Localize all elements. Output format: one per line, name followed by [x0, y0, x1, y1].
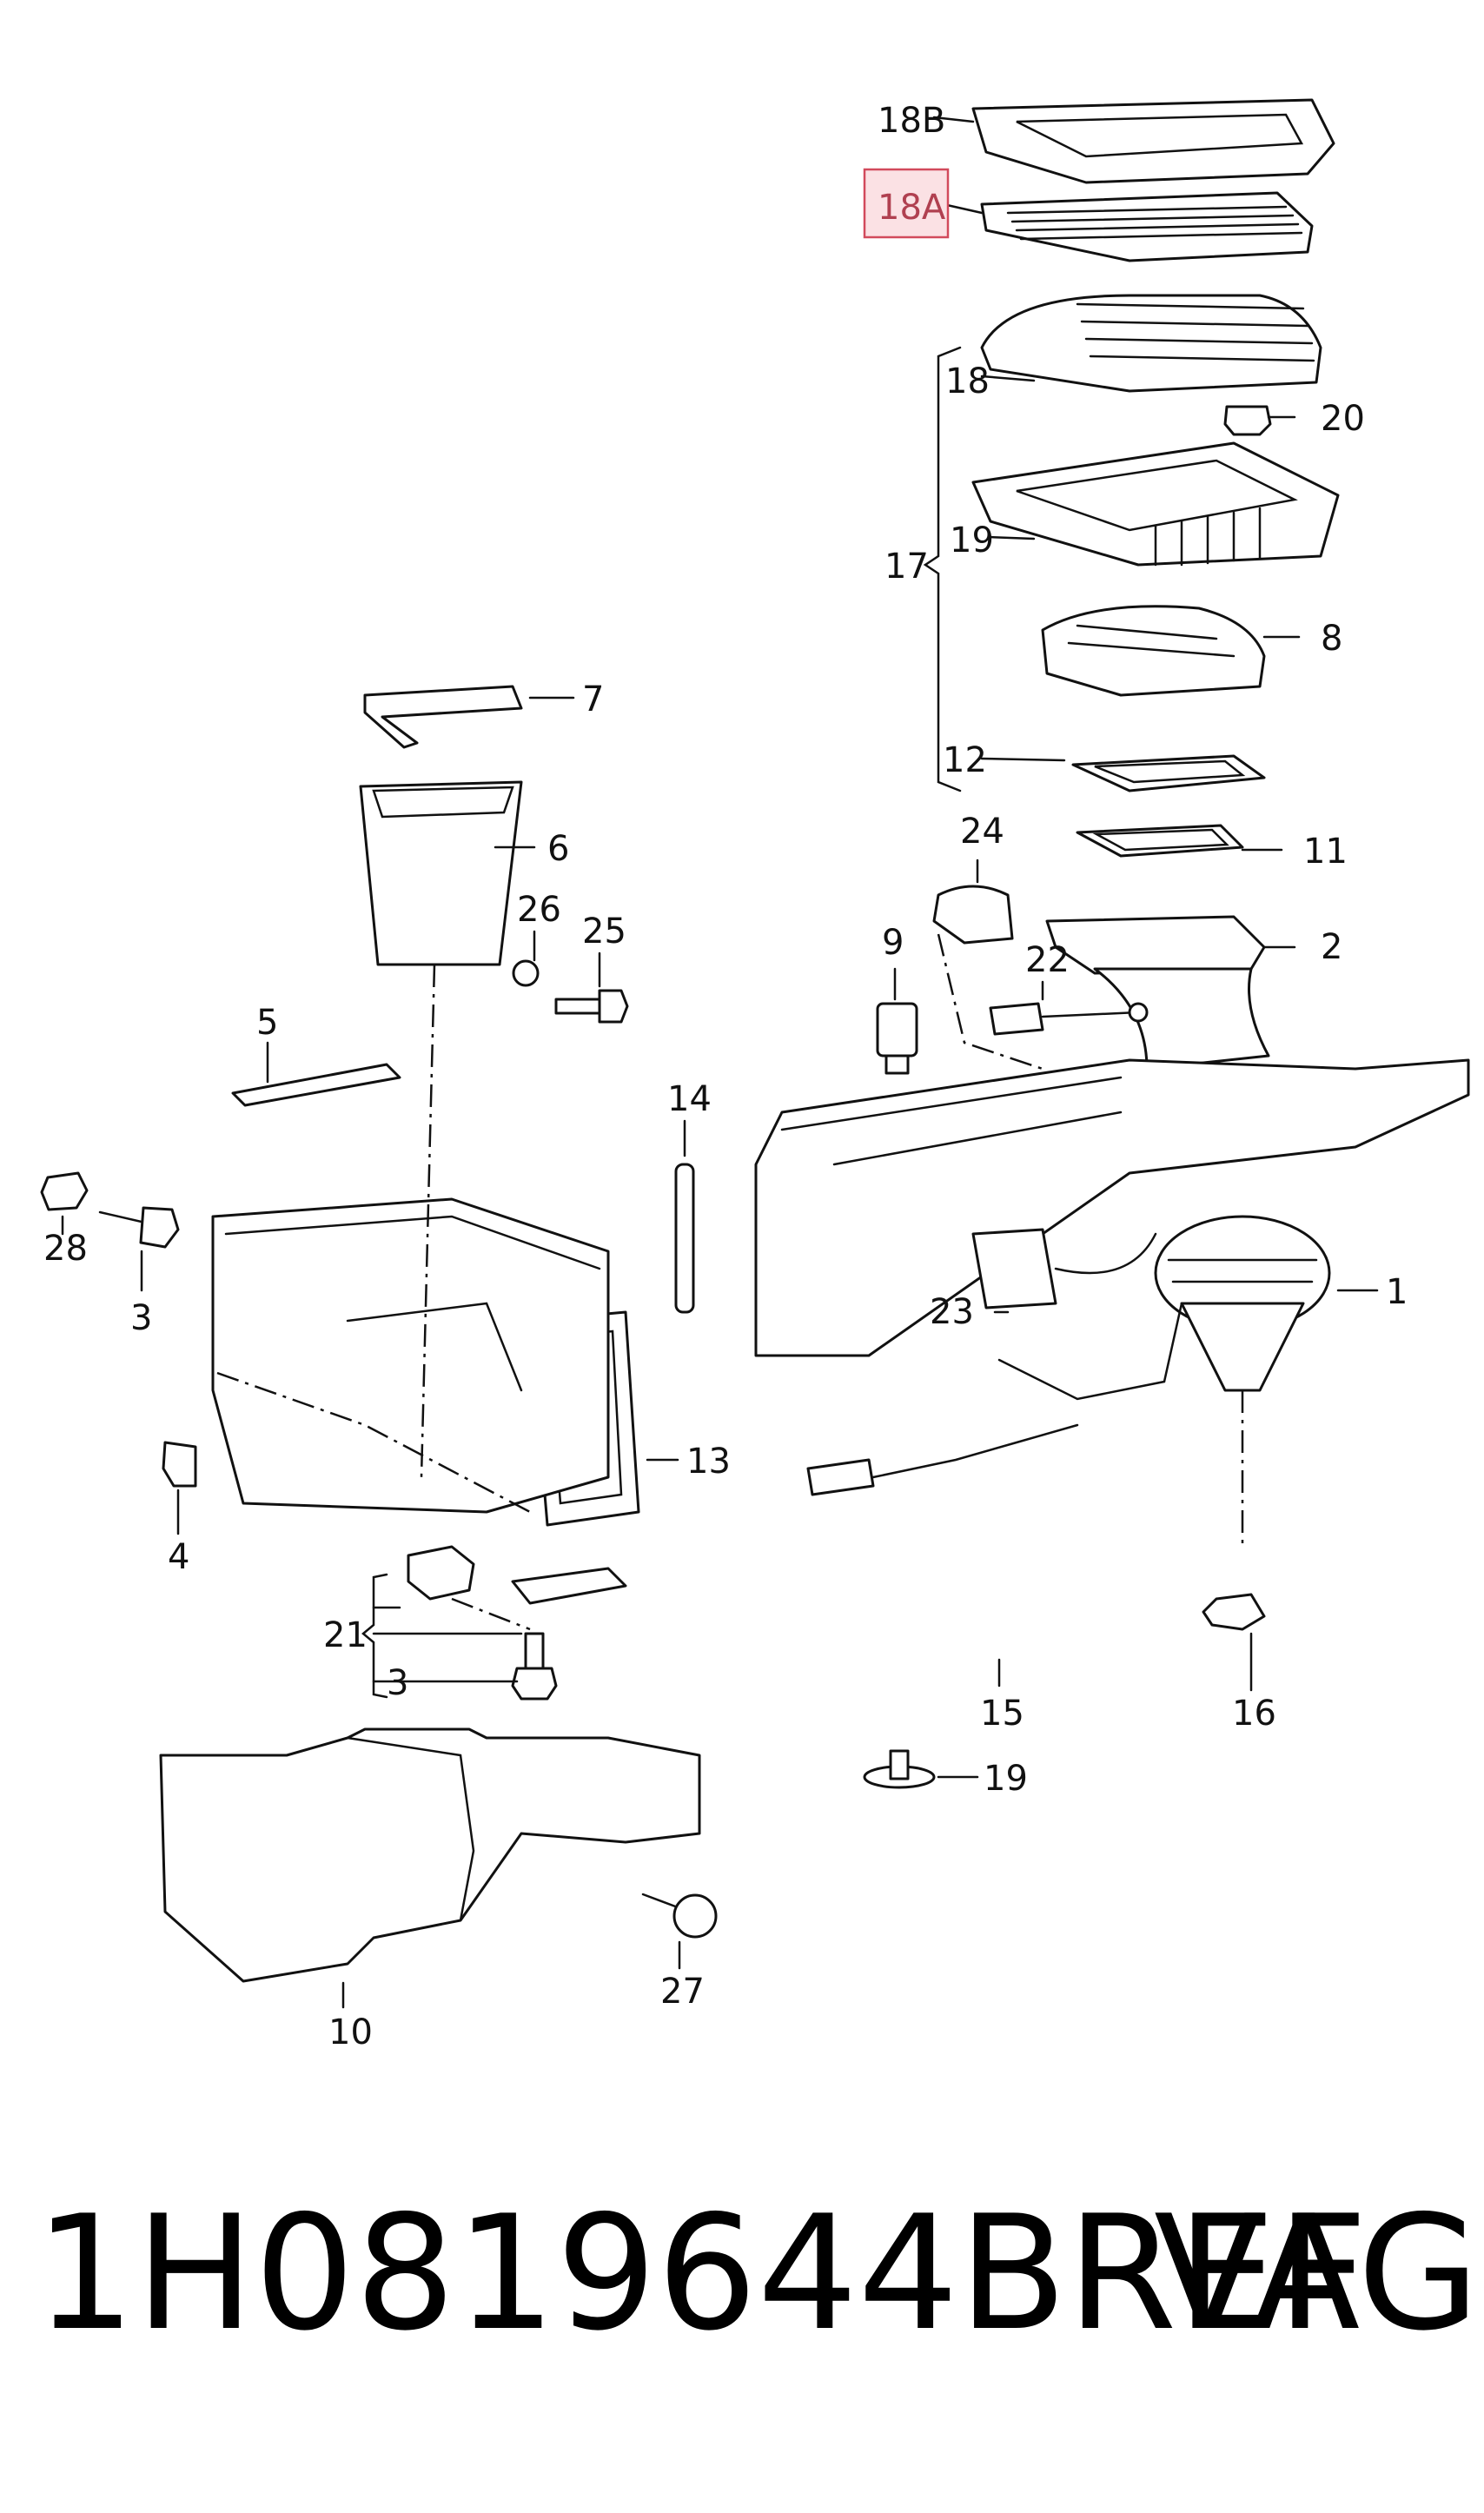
callout-2: 2: [1321, 927, 1342, 967]
callout-11: 11: [1303, 832, 1348, 872]
callout-3b: 3: [387, 1663, 408, 1703]
part-11-gasket: [1076, 824, 1244, 858]
part-5-gasket: [231, 1063, 401, 1107]
part-18a-pollen-filter: [980, 191, 1314, 262]
callout-21: 20: [1321, 399, 1365, 439]
part-20-fastener: [863, 1749, 936, 1789]
callout-13: 13: [686, 1442, 731, 1482]
leader-lines: [61, 116, 1379, 2009]
callout-1: 1: [1386, 1272, 1408, 1312]
callout-18b: 18B: [878, 101, 945, 141]
callout-22: 21: [323, 1615, 368, 1655]
callout-24: 23: [930, 1292, 974, 1332]
part-27-washer: [512, 959, 540, 987]
part-25-flap: [932, 885, 1014, 945]
callout-18a: 18A: [878, 188, 946, 228]
callout-5: 5: [256, 1003, 278, 1043]
callout-17: 17: [884, 547, 929, 587]
callout-9: 9: [882, 923, 904, 963]
callout-28: 27: [660, 1972, 705, 2012]
callout-25: 24: [960, 812, 1004, 852]
part-22-lever: [407, 1545, 627, 1605]
brand-text: VAG: [1154, 2181, 1481, 2365]
highlight-box-18a: [863, 168, 950, 239]
part-24-resistor: [971, 1228, 1157, 1310]
part-6-duct: [359, 780, 523, 966]
callout-14: 14: [667, 1079, 712, 1119]
alignment-lines: [216, 933, 1244, 1631]
part-9-sensor: [876, 1002, 918, 1075]
part-8-blower-cover: [1041, 605, 1266, 697]
callout-8: 8: [1321, 619, 1342, 659]
callout-4: 4: [168, 1537, 189, 1577]
part-14-seal-strip: [674, 1163, 695, 1314]
callout-6: 6: [547, 829, 569, 869]
part-19-housing: [971, 441, 1340, 567]
callout-15: 15: [980, 1694, 1024, 1734]
part-wiring-harness: [806, 1302, 1183, 1496]
callout-20: 19: [984, 1759, 1028, 1799]
part-18-cover: [980, 294, 1322, 393]
part-3-bolt: [98, 1206, 180, 1249]
part-23-actuator: [989, 1002, 1149, 1036]
part-number-text: 1H0819644BREF: [35, 2181, 1368, 2365]
callout-16: 16: [1232, 1694, 1276, 1734]
part-28-screw: [641, 1893, 718, 1939]
callout-12: 12: [943, 740, 987, 780]
callout-29: 28: [43, 1229, 88, 1269]
callout-7: 7: [582, 680, 604, 719]
callout-10: 10: [328, 2012, 373, 2052]
part-2-adapter: [1045, 915, 1270, 1071]
part-1-blower-motor: [1154, 1215, 1331, 1392]
part-12-gasket: [1071, 754, 1266, 792]
callout-19: 19: [950, 521, 994, 560]
part-21-nut: [1223, 405, 1272, 436]
part-heater-housing: [211, 1197, 610, 1514]
callout-23: 22: [1025, 940, 1070, 980]
part-3-screw-lower: [511, 1632, 558, 1701]
callout-27: 26: [517, 890, 561, 930]
callout-26: 25: [582, 912, 626, 951]
part-7-seal: [363, 685, 523, 749]
part-4-clip: [162, 1441, 197, 1488]
part-29-nut: [40, 1171, 89, 1211]
exploded-parts-diagram: 18B 18A 18 20 17 19 8 12 24 11 2 9 22 7 …: [40, 98, 1470, 2052]
part-10-lower-duct: [159, 1727, 701, 1983]
callout-18: 18: [945, 361, 990, 401]
part-15-plenum: [754, 1058, 1470, 1357]
callout-3: 3: [130, 1298, 152, 1338]
part-26-bolt: [554, 989, 629, 1024]
part-16-clip: [1202, 1593, 1266, 1631]
part-18b-filter-frame: [971, 98, 1335, 184]
